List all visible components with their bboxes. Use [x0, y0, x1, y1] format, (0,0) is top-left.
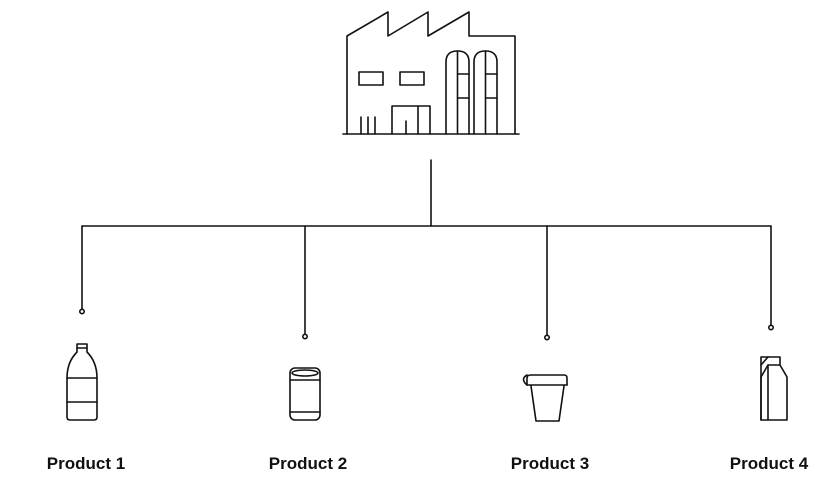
connector-dot — [301, 333, 308, 340]
factory-icon — [342, 11, 520, 135]
connector-dot — [79, 308, 86, 315]
product-label-1: Product 1 — [46, 454, 126, 473]
can-icon — [289, 367, 321, 421]
milk-carton-icon — [760, 356, 788, 421]
product-label-2: Product 2 — [268, 454, 348, 473]
cup-icon — [522, 374, 568, 422]
bottle-icon — [66, 343, 98, 421]
connector-dot — [767, 324, 774, 331]
connector-lines — [79, 159, 774, 341]
product-label-4: Product 4 — [729, 454, 809, 473]
connector-dot — [543, 334, 550, 341]
product-label-3: Product 3 — [510, 454, 590, 473]
